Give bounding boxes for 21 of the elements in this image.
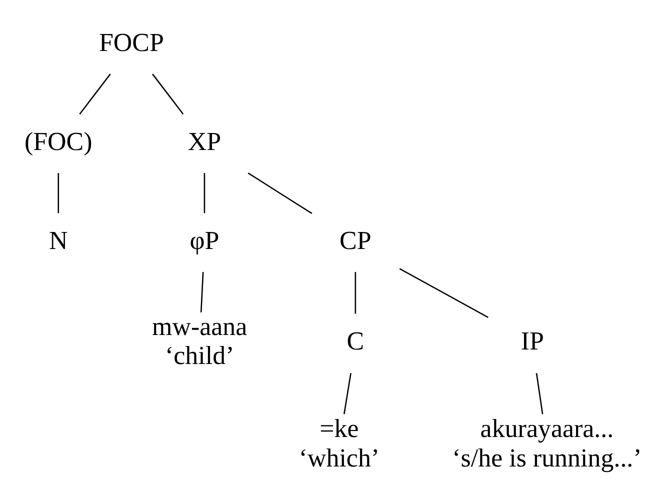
node-text: mw-aana ‘child’ — [152, 311, 248, 370]
connector — [204, 172, 206, 213]
node-text: =ke ‘which’ — [298, 414, 380, 472]
connector — [248, 172, 312, 214]
connector — [152, 73, 184, 114]
node-text: (FOC) — [24, 126, 92, 156]
node-text: φP — [190, 225, 220, 254]
connector — [58, 172, 60, 213]
connector — [536, 372, 544, 414]
connector — [343, 372, 352, 414]
node-text: XP — [188, 126, 222, 156]
node-text: CP — [340, 225, 372, 254]
node-text: akurayaara... ‘s/he is running...’ — [452, 414, 642, 472]
connector — [399, 268, 488, 318]
node-text: C — [346, 326, 364, 356]
node-text: FOCP — [98, 27, 164, 56]
node-text: N — [49, 225, 68, 254]
node-text: IP — [520, 326, 544, 356]
connector — [354, 272, 356, 314]
connector — [200, 271, 204, 312]
connector — [79, 73, 111, 114]
